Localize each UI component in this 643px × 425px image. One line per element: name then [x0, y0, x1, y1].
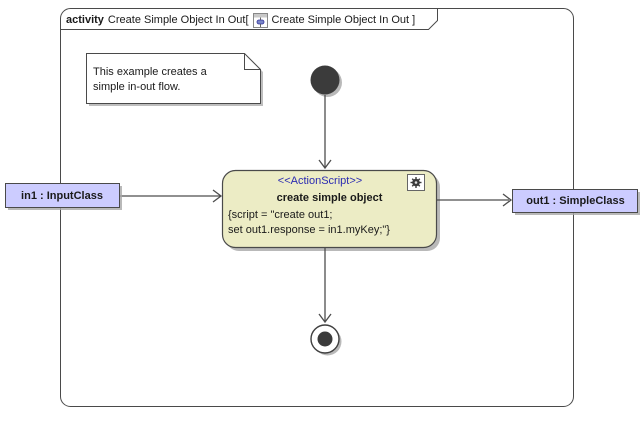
input-pin[interactable] [5, 183, 120, 208]
action-stereotype: <<ActionScript>> [277, 175, 363, 187]
output-pin[interactable] [512, 189, 638, 213]
action-name: create simple object [276, 192, 383, 204]
output-pin-label: out1 : SimpleClass [526, 195, 625, 207]
input-pin-label: in1 : InputClass [21, 190, 103, 202]
frame-title-tab [60, 8, 438, 30]
initial-node[interactable] [310, 65, 340, 95]
frame-title: activity Create Simple Object In Out[ Cr… [66, 12, 415, 28]
action-script-line1: {script = "create out1; [228, 209, 333, 221]
note-text-line1: This example creates a [93, 66, 207, 78]
control-flow-action-to-final[interactable] [318, 247, 332, 324]
frame-title-keyword: activity [66, 13, 104, 26]
gear-icon [407, 174, 425, 191]
control-flow-initial-to-action[interactable] [318, 95, 332, 170]
control-flow-action-to-output-pin[interactable] [437, 193, 513, 207]
note-text-line2: simple in-out flow. [93, 81, 181, 93]
control-flow-input-pin-to-action[interactable] [120, 189, 223, 203]
action-node[interactable] [221, 169, 438, 249]
action-script-line2: set out1.response = in1.myKey;"} [228, 224, 390, 236]
frame-title-name: Create Simple Object In Out[ [107, 13, 249, 26]
activity-diagram-icon [252, 12, 268, 28]
note-fold-corner-icon [244, 53, 261, 70]
frame-title-ref: Create Simple Object In Out ] [271, 13, 416, 26]
note[interactable] [86, 53, 261, 104]
activity-final-node[interactable] [310, 324, 342, 356]
